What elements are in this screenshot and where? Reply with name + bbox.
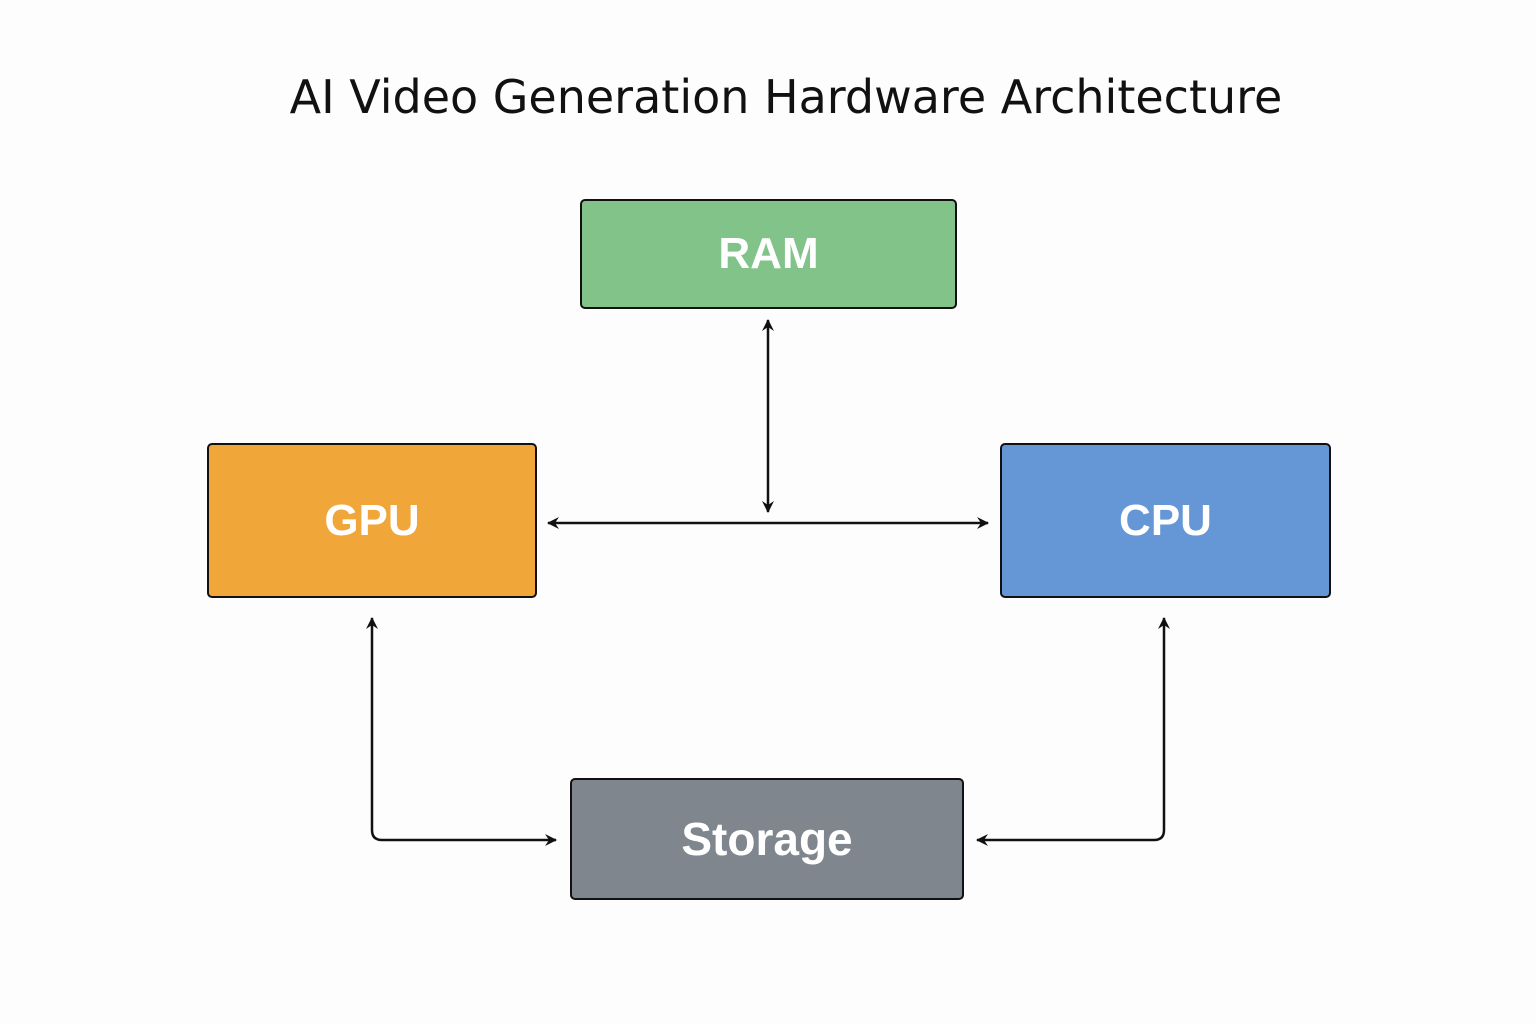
storage-label: Storage [681,813,853,865]
storage-node: Storage [570,778,964,900]
cpu-node: CPU [1000,443,1331,598]
edge-gpu-storage [366,617,557,846]
gpu-label: GPU [324,495,420,545]
cpu-label: CPU [1119,495,1212,545]
diagram-title: AI Video Generation Hardware Architectur… [289,70,1283,124]
gpu-node: GPU [207,443,537,598]
ram-node: RAM [580,199,957,309]
ram-label: RAM [718,229,819,278]
edge-cpu-storage [976,617,1170,846]
